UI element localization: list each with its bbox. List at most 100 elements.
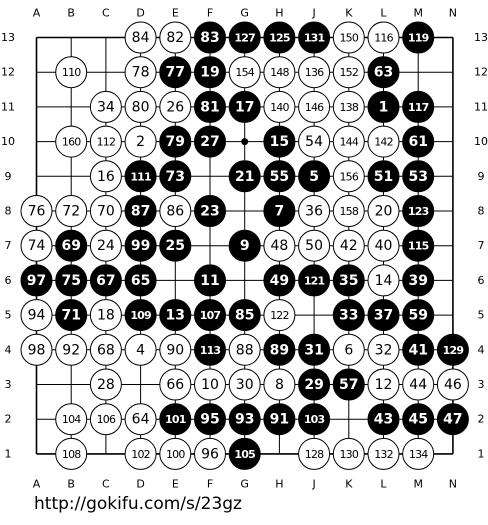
move-number: 130 (339, 448, 358, 461)
black-stone (332, 264, 365, 297)
black-stone (194, 264, 226, 297)
move-number: 49 (270, 273, 289, 289)
row-label-right: 9 (478, 170, 485, 183)
row-label-right: 1 (478, 447, 485, 460)
move-number: 122 (270, 309, 289, 322)
column-label-bottom: J (311, 478, 315, 491)
column-label-top: K (345, 7, 353, 20)
black-stone (228, 403, 261, 436)
move-number: 37 (374, 308, 393, 324)
move-number: 35 (339, 273, 358, 289)
white-stone (367, 264, 400, 297)
move-number: 127 (234, 32, 255, 45)
move-number: 100 (166, 448, 185, 461)
move-number: 152 (339, 66, 358, 79)
white-stone (367, 229, 400, 262)
move-number: 69 (61, 238, 80, 254)
white-stone (89, 299, 122, 332)
row-label-right: 2 (478, 413, 485, 426)
black-stone (298, 333, 331, 366)
white-stone (263, 90, 296, 123)
source-url[interactable]: http://gokifu.com/s/23gz (34, 494, 242, 514)
column-label-bottom: K (345, 478, 353, 491)
move-number: 82 (166, 30, 184, 46)
black-stone (228, 160, 261, 193)
row-label-left: 13 (1, 31, 15, 44)
black-stone (298, 264, 331, 297)
black-stone (402, 125, 435, 158)
move-number: 113 (200, 344, 221, 357)
move-number: 158 (339, 205, 358, 218)
white-stone (124, 437, 157, 470)
white-stone (298, 437, 331, 470)
white-stone (332, 125, 365, 158)
move-number: 87 (131, 204, 150, 220)
move-number: 110 (62, 66, 81, 79)
move-number: 4 (136, 342, 145, 358)
white-stone (89, 125, 122, 158)
white-stone (55, 56, 88, 89)
white-stone (89, 160, 122, 193)
move-number: 132 (374, 448, 393, 461)
row-label-right: 11 (474, 100, 488, 113)
column-label-bottom: H (275, 478, 283, 491)
black-stone (436, 333, 469, 366)
white-stone (402, 368, 435, 401)
white-stone (228, 333, 261, 366)
move-number: 17 (235, 99, 254, 115)
move-number: 32 (375, 342, 393, 358)
white-stone (20, 299, 53, 332)
move-number: 44 (409, 377, 427, 393)
white-stone (263, 368, 296, 401)
move-number: 109 (130, 309, 151, 322)
white-stone (194, 437, 226, 470)
move-number: 78 (132, 65, 150, 81)
move-number: 67 (96, 273, 115, 289)
black-stone (263, 333, 296, 366)
white-stone (298, 229, 331, 262)
move-number: 154 (235, 66, 254, 79)
black-stone (159, 56, 192, 89)
white-stone (298, 56, 331, 89)
white-stone (332, 333, 365, 366)
move-number: 55 (270, 169, 289, 185)
move-number: 112 (97, 136, 116, 149)
white-stone (124, 333, 157, 366)
row-label-left: 8 (5, 205, 12, 218)
move-number: 116 (374, 32, 393, 45)
black-stone (402, 403, 435, 436)
move-number: 80 (132, 99, 150, 115)
move-number: 9 (240, 238, 250, 254)
move-number: 138 (339, 101, 358, 114)
black-stone (298, 160, 331, 193)
column-label-bottom: D (136, 478, 144, 491)
black-stone (194, 403, 226, 436)
white-stone (159, 368, 192, 401)
black-stone (124, 160, 157, 193)
move-number: 31 (304, 342, 323, 358)
column-label-top: B (67, 7, 75, 20)
column-label-bottom: L (380, 478, 387, 491)
white-stone (159, 333, 192, 366)
move-number: 144 (339, 136, 358, 149)
white-stone (159, 437, 192, 470)
move-number: 84 (132, 30, 150, 46)
white-stone (20, 195, 53, 227)
move-number: 24 (97, 238, 115, 254)
move-number: 57 (339, 377, 358, 393)
move-number: 13 (166, 308, 185, 324)
move-number: 6 (344, 342, 353, 358)
white-stone (124, 21, 157, 54)
move-number: 40 (375, 238, 393, 254)
move-number: 19 (200, 65, 219, 81)
move-number: 28 (97, 377, 115, 393)
row-label-right: 5 (478, 309, 485, 322)
white-stone (367, 125, 400, 158)
black-stone (332, 368, 365, 401)
move-number: 90 (166, 342, 184, 358)
black-stone (367, 160, 400, 193)
move-number: 156 (339, 170, 358, 183)
black-stone (124, 299, 157, 332)
row-label-left: 5 (5, 309, 12, 322)
black-stone (263, 21, 296, 54)
